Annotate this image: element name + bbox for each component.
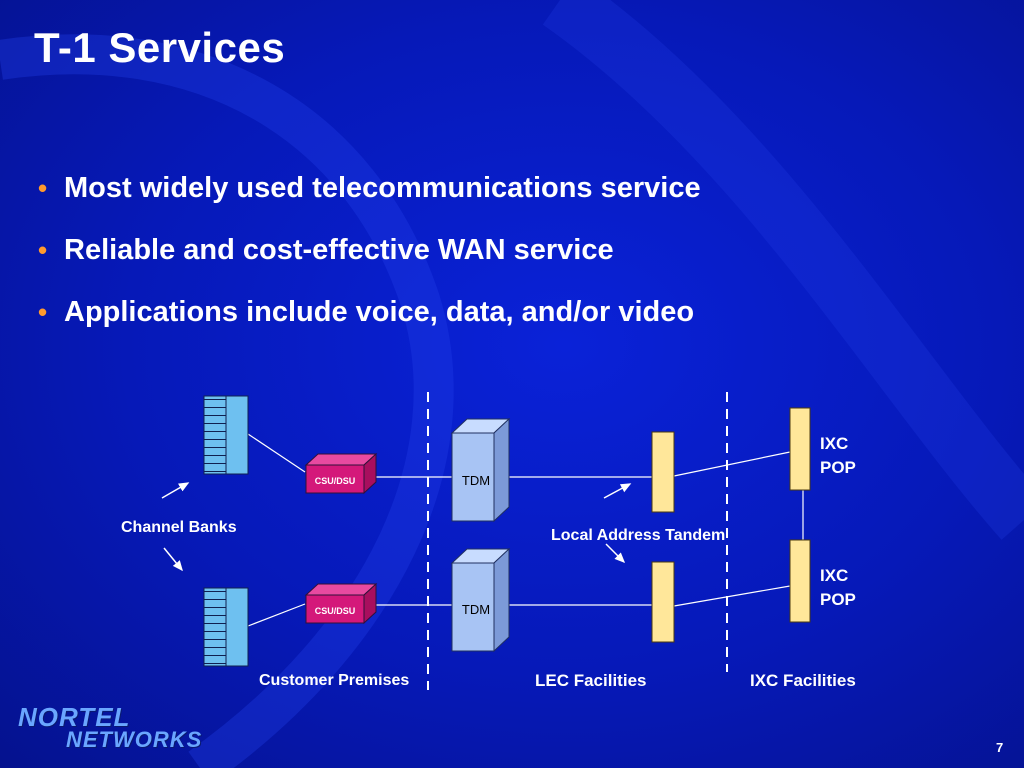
bank-to-csu-line-bottom xyxy=(247,603,306,627)
channel-banks-label: Channel Banks xyxy=(121,519,237,536)
tdm-label: TDM xyxy=(462,602,490,617)
ixc-pop-label-top-line2: POP xyxy=(820,458,856,477)
bullet-list: • Most widely used telecommunications se… xyxy=(34,168,701,354)
local-tandem-label: Local Address Tandem xyxy=(551,527,725,544)
channel-bank-top xyxy=(203,395,249,475)
bullet-text: Applications include voice, data, and/or… xyxy=(64,296,695,328)
local-tandem-top xyxy=(651,431,675,513)
bank-to-csu-line-top xyxy=(247,433,306,473)
ixc-pop-label-bottom-line1: IXC xyxy=(820,566,848,585)
ixc-pop-top xyxy=(789,407,811,491)
bullet-dot-icon: • xyxy=(38,173,48,203)
slide-title: T-1 Services xyxy=(34,24,286,71)
tandem-to-pop-line-top xyxy=(673,451,791,477)
arrow-to-channel-bank-top xyxy=(161,482,190,499)
ixc-pop-bottom xyxy=(789,539,811,623)
csu-dsu-label: CSU/DSU xyxy=(315,476,356,486)
channel-bank-bottom xyxy=(203,587,249,667)
bullet-text: Most widely used telecommunications serv… xyxy=(64,172,701,204)
ixc-facilities-label: IXC Facilities xyxy=(750,671,856,690)
bullet-item: • Reliable and cost-effective WAN servic… xyxy=(34,230,701,292)
bullet-dot-icon: • xyxy=(38,297,48,327)
ixc-pop-label-top-line1: IXC xyxy=(820,434,848,453)
arrow-to-tandem-top xyxy=(603,483,632,499)
nortel-networks-logo: NORTEL NETWORKS xyxy=(18,702,202,753)
local-tandem-bottom xyxy=(651,561,675,643)
arrow-to-channel-bank-bottom xyxy=(163,547,183,572)
bullet-dot-icon: • xyxy=(38,235,48,265)
csu-dsu-top: CSU/DSU xyxy=(304,452,378,495)
logo-line1: NORTEL xyxy=(18,702,131,732)
page-number: 7 xyxy=(996,740,1004,755)
bullet-item: • Most widely used telecommunications se… xyxy=(34,168,701,230)
tdm-top: TDM xyxy=(450,417,511,523)
tdm-bottom: TDM xyxy=(450,547,511,653)
csu-dsu-bottom: CSU/DSU xyxy=(304,582,378,625)
logo-line2: NETWORKS xyxy=(66,727,203,752)
csu-dsu-label: CSU/DSU xyxy=(315,606,356,616)
customer-premises-label: Customer Premises xyxy=(259,672,409,689)
bullet-text: Reliable and cost-effective WAN service xyxy=(64,234,614,266)
lec-facilities-label: LEC Facilities xyxy=(535,671,646,690)
tandem-to-pop-line-bottom xyxy=(673,585,791,607)
tdm-label: TDM xyxy=(462,473,490,488)
ixc-pop-label-bottom-line2: POP xyxy=(820,590,856,609)
bullet-item: • Applications include voice, data, and/… xyxy=(34,292,701,354)
arrow-to-tandem-bottom xyxy=(605,543,626,564)
